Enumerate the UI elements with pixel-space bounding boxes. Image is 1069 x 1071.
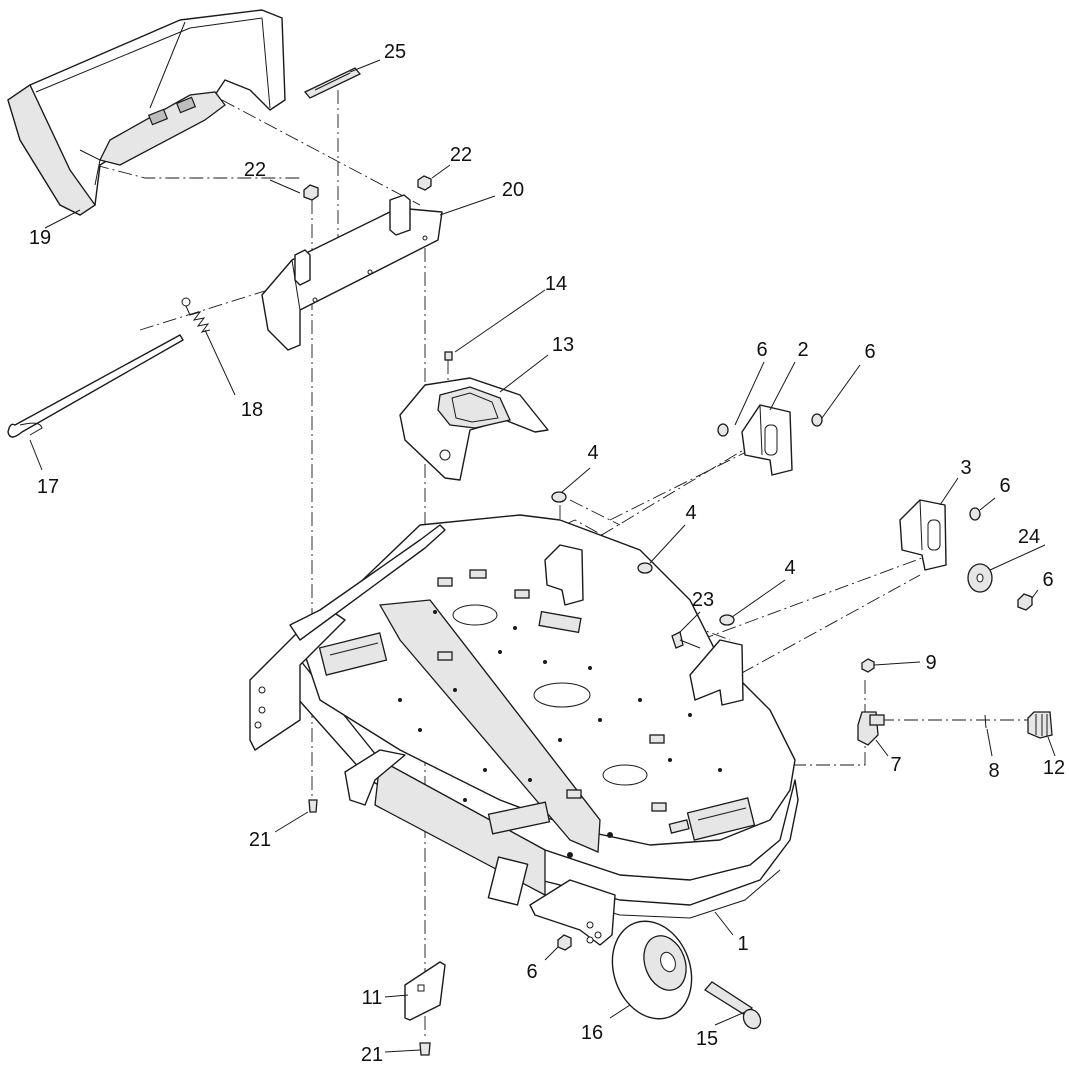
callout-23: 23 <box>691 589 715 611</box>
part-21-bolts <box>308 799 431 1056</box>
part-23-bolt <box>671 631 701 649</box>
callout-6d: 6 <box>1042 569 1054 591</box>
warning-decal-left <box>318 632 388 676</box>
part-15-axle-bolt <box>704 981 762 1030</box>
callout-6a: 6 <box>756 339 768 361</box>
callout-14: 14 <box>544 273 568 295</box>
part-22-nuts <box>303 175 432 201</box>
part-24-spacer <box>967 563 993 593</box>
part-20-mount-bracket <box>261 194 443 351</box>
callout-8: 8 <box>988 760 1000 782</box>
callout-24: 24 <box>1017 526 1041 548</box>
callout-2: 2 <box>797 339 809 361</box>
callout-22a: 22 <box>243 159 267 181</box>
part-14-bolt <box>444 351 453 361</box>
callout-1: 1 <box>737 933 749 955</box>
callout-20: 20 <box>501 179 525 201</box>
callout-4c: 4 <box>784 557 796 579</box>
part-19-discharge-chute <box>7 9 286 216</box>
callout-18: 18 <box>240 399 264 421</box>
part-9-screw <box>861 658 875 673</box>
callout-16: 16 <box>580 1022 604 1044</box>
callout-21a: 21 <box>248 829 272 851</box>
callout-25: 25 <box>383 41 407 63</box>
part-6-washers <box>557 413 1033 951</box>
part-12-coupler <box>1027 711 1053 739</box>
callout-7: 7 <box>890 754 902 776</box>
part-7-elbow <box>857 711 885 746</box>
callout-6b: 6 <box>864 341 876 363</box>
part-25-decal <box>303 67 362 99</box>
deck-brackets <box>544 544 744 706</box>
callout-15: 15 <box>695 1028 719 1050</box>
part-2-bracket <box>741 404 793 476</box>
callout-4b: 4 <box>685 502 697 524</box>
part-11-plate <box>404 961 446 1021</box>
part-3-bracket <box>899 499 947 571</box>
callout-4a: 4 <box>587 442 599 464</box>
part-4-pins <box>551 491 735 626</box>
part-17-rod <box>7 334 184 438</box>
callout-13: 13 <box>551 334 575 356</box>
part-13-cover <box>399 377 549 481</box>
callout-22b: 22 <box>449 144 473 166</box>
callout-19: 19 <box>28 227 52 249</box>
part-1-mower-deck <box>249 514 799 946</box>
part-8-hose <box>984 714 987 729</box>
callout-6e: 6 <box>526 961 538 983</box>
callout-3: 3 <box>960 457 972 479</box>
callout-6c: 6 <box>999 475 1011 497</box>
callout-11: 11 <box>361 987 383 1009</box>
callout-12: 12 <box>1042 757 1066 779</box>
part-18-spring <box>181 297 211 333</box>
leader-lines <box>29 59 1056 1053</box>
callout-21b: 21 <box>360 1044 384 1066</box>
part-16-wheel <box>611 920 693 1020</box>
warning-decal-right <box>686 797 756 841</box>
callout-9: 9 <box>925 652 937 674</box>
callout-17: 17 <box>36 476 60 498</box>
